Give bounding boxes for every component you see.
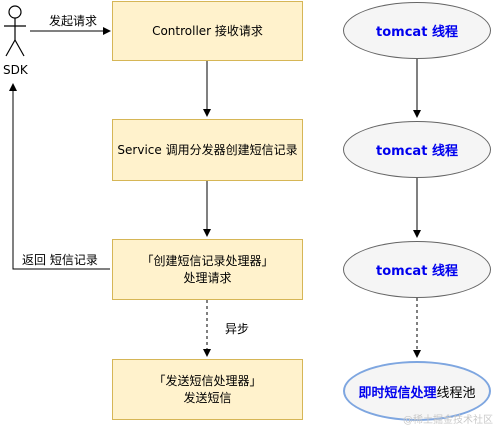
tomcat-thread-1-label: tomcat 线程 bbox=[376, 25, 458, 40]
service-box-text: Service 调用分发器创建短信记录 bbox=[117, 142, 298, 157]
return-edge-label: 返回 短信记录 bbox=[22, 253, 98, 267]
sms-thread-pool: 即时短信处理线程池 bbox=[343, 361, 491, 421]
send-handler-line-1: 「发送短信处理器」 bbox=[153, 373, 262, 388]
sms-thread-pool-label: 即时短信处理线程池 bbox=[358, 382, 475, 401]
tomcat-thread-2-label: tomcat 线程 bbox=[376, 144, 458, 159]
async-edge-label: 异步 bbox=[225, 322, 250, 336]
create-handler-line-1: 「创建短信记录处理器」 bbox=[141, 253, 274, 268]
create-handler-box: 「创建短信记录处理器」 处理请求 bbox=[112, 239, 303, 300]
tomcat-thread-3-label: tomcat 线程 bbox=[376, 264, 458, 279]
watermark: @稀土掘金技术社区 bbox=[403, 415, 493, 426]
request-edge-label: 发起请求 bbox=[49, 14, 98, 28]
controller-box: Controller 接收请求 bbox=[112, 1, 303, 61]
sms-thread-pool-highlight: 即时短信处理 bbox=[358, 385, 437, 401]
tomcat-thread-2: tomcat 线程 bbox=[343, 121, 491, 178]
tomcat-thread-1: tomcat 线程 bbox=[343, 2, 491, 59]
send-handler-box: 「发送短信处理器」 发送短信 bbox=[112, 359, 303, 420]
controller-box-text: Controller 接收请求 bbox=[152, 23, 263, 38]
sms-thread-pool-rest: 线程池 bbox=[436, 385, 476, 401]
sdk-actor-icon bbox=[4, 5, 26, 57]
return-arrow bbox=[9, 83, 110, 270]
tomcat-thread-3: tomcat 线程 bbox=[343, 241, 491, 298]
sdk-actor-label: SDK bbox=[3, 63, 28, 77]
create-handler-line-2: 处理请求 bbox=[183, 270, 232, 285]
send-handler-line-2: 发送短信 bbox=[183, 390, 232, 405]
service-box: Service 调用分发器创建短信记录 bbox=[112, 119, 303, 181]
